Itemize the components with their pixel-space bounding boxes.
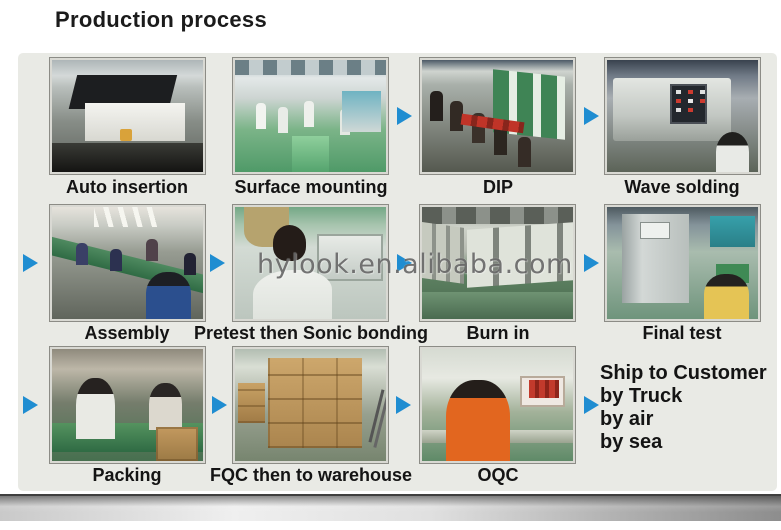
photo-oqc <box>420 347 575 463</box>
photo-abstract-shape <box>368 389 385 443</box>
photo-abstract-shape <box>422 207 573 224</box>
photo-abstract-shape <box>52 142 203 172</box>
photo-final-test <box>605 205 760 321</box>
page-title: Production process <box>55 7 267 32</box>
photo-packing <box>50 347 205 463</box>
flow-arrow <box>397 254 412 272</box>
photo-abstract-shape <box>709 215 755 248</box>
photo-abstract-shape <box>268 357 362 448</box>
photo-abstract-shape <box>429 91 443 122</box>
step-label-assembly: Assembly <box>84 323 170 343</box>
flow-arrow <box>23 254 38 272</box>
step-label-packing: Packing <box>92 465 162 485</box>
photo-abstract-shape <box>316 233 383 281</box>
photo-abstract-shape <box>156 427 199 461</box>
photo-burn-in <box>420 205 575 321</box>
photo-abstract-shape <box>446 380 510 461</box>
photo-abstract-shape <box>76 378 116 439</box>
metallic-bottom-bar <box>0 494 781 521</box>
step-label-pretest-sonic: Pretest then Sonic bonding <box>193 323 429 343</box>
step-label-auto-insertion: Auto insertion <box>66 177 188 197</box>
ship-line: by sea <box>600 431 663 453</box>
step-label-burn-in: Burn in <box>466 323 530 343</box>
photo-abstract-shape <box>94 207 161 228</box>
photo-abstract-shape <box>76 242 89 265</box>
photo-abstract-shape <box>253 269 332 319</box>
photo-dip <box>420 58 575 174</box>
photo-assembly <box>50 205 205 321</box>
photo-abstract-shape <box>85 102 185 141</box>
photo-abstract-shape <box>238 382 266 423</box>
flow-arrow <box>23 396 38 414</box>
photo-abstract-shape <box>640 221 671 240</box>
flow-arrow <box>210 254 225 272</box>
photo-abstract-shape <box>145 271 191 319</box>
flow-arrow <box>396 396 411 414</box>
photo-abstract-shape <box>422 292 573 319</box>
step-label-wave-solding: Wave solding <box>624 177 740 197</box>
ship-line: by air <box>600 408 654 430</box>
flow-arrow <box>397 107 412 125</box>
ship-line: Ship to Customer <box>600 362 767 384</box>
photo-abstract-shape <box>256 102 267 129</box>
photo-wave-solding <box>605 58 760 174</box>
photo-auto-insertion <box>50 58 205 174</box>
photo-abstract-shape <box>670 83 707 124</box>
photo-fqc-warehouse <box>233 347 388 463</box>
photo-abstract-shape <box>715 131 749 172</box>
photo-abstract-shape <box>119 129 133 141</box>
photo-abstract-shape <box>292 136 329 172</box>
flow-arrow <box>584 254 599 272</box>
flow-arrow <box>212 396 227 414</box>
photo-pretest-sonic-bonding <box>233 205 388 321</box>
step-label-dip: DIP <box>482 177 514 197</box>
photo-surface-mounting <box>233 58 388 174</box>
ship-line: by Truck <box>600 385 683 407</box>
step-label-oqc: OQC <box>477 465 519 485</box>
photo-abstract-shape <box>148 382 182 430</box>
watermark-text: hylook.en.alibaba.com <box>257 249 573 280</box>
photo-abstract-shape <box>342 91 382 132</box>
photo-abstract-shape <box>272 224 306 261</box>
flow-arrow <box>584 107 599 125</box>
photo-abstract-shape <box>235 60 386 75</box>
step-label-fqc-warehouse: FQC then to warehouse <box>209 465 413 485</box>
ship-to-customer-block: Ship to Customer by Truck by air by sea <box>600 362 767 454</box>
photo-abstract-shape <box>703 274 749 319</box>
photo-abstract-shape <box>529 380 560 399</box>
flow-arrow <box>584 396 599 414</box>
step-label-surface-mounting: Surface mounting <box>234 177 388 197</box>
step-label-final-test: Final test <box>642 323 722 343</box>
photo-abstract-shape <box>676 90 682 95</box>
